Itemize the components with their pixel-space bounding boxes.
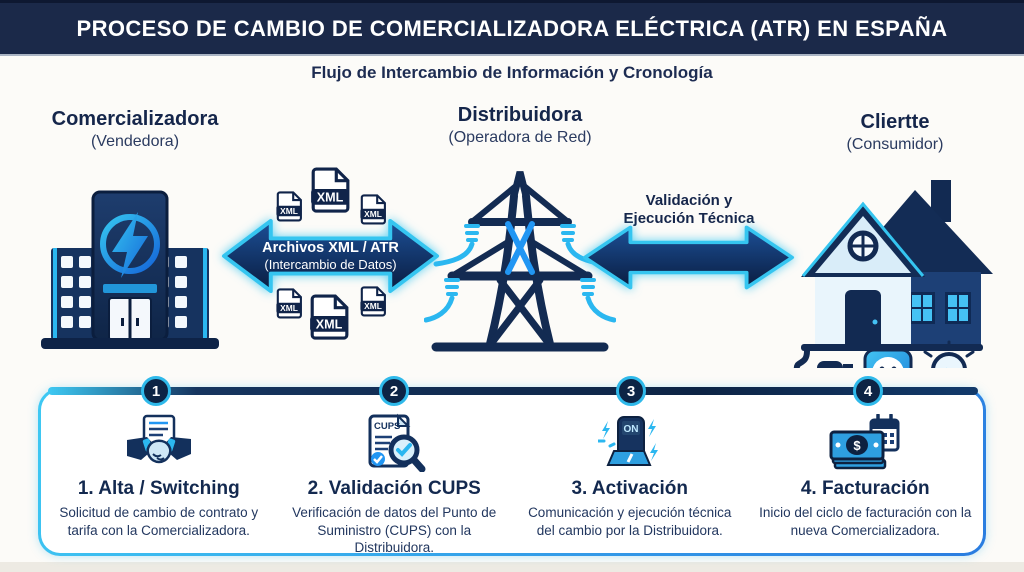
svg-text:XML: XML <box>364 209 382 219</box>
svg-text:XML: XML <box>316 318 343 332</box>
step-title: 1. Alta / Switching <box>77 478 240 499</box>
lightning-circle-icon <box>100 214 160 274</box>
flow-label-line2: (Intercambio de Datos) <box>264 257 397 272</box>
xml-atr-flow-arrow <box>221 218 440 294</box>
timeline-step-2: CUPS 2. Validación CUPS Verificación de … <box>277 409 513 555</box>
power-switch-on-icon: ON <box>597 416 658 466</box>
xml-atr-flow-label: Archivos XML / ATR (Intercambio de Datos… <box>221 217 440 295</box>
entity-name: Cliertte <box>860 111 930 133</box>
svg-text:XML: XML <box>280 206 298 216</box>
billing-money-calendar-icon: $ <box>829 414 900 470</box>
entity-role: (Vendedora) <box>90 133 180 150</box>
flow-label-line1: Validación y <box>645 192 733 209</box>
timeline-connector-line <box>48 387 978 395</box>
step-title: 3. Activación <box>571 478 688 499</box>
step-title: 4. Facturación <box>800 478 930 499</box>
step-title: 2. Validación CUPS <box>307 478 481 499</box>
banknotes-icon: $ <box>829 430 887 470</box>
door-icon <box>845 290 881 346</box>
step-description: Inicio del ciclo de facturación con la n… <box>759 505 972 538</box>
svg-text:XML: XML <box>317 191 344 205</box>
validation-flow-arrow <box>582 225 795 290</box>
svg-text:XML: XML <box>364 301 382 311</box>
timeline-panel: 1. Alta / Switching Solicitud de cambio … <box>38 388 986 556</box>
xml-file-icon: XML <box>276 288 302 319</box>
step-description: Comunicación y ejecución técnica del cam… <box>528 505 732 538</box>
validation-flow-label: Validación y Ejecución Técnica <box>598 192 780 228</box>
timeline-step-4: $ 4. Facturación Inicio del ciclo de fac… <box>748 409 984 553</box>
bottom-strip <box>0 562 1024 572</box>
round-window-icon <box>847 230 879 262</box>
svg-text:CUPS: CUPS <box>374 421 400 432</box>
step-number-badge: 3 <box>616 376 646 406</box>
xml-file-icon: XML <box>276 191 302 222</box>
entity-distribuidora-heading: Distribuidora (Operadora de Red) <box>390 104 650 147</box>
svg-text:$: $ <box>854 438 862 453</box>
step-number-badge: 2 <box>379 376 409 406</box>
timeline-step-1: 1. Alta / Switching Solicitud de cambio … <box>41 409 277 553</box>
entity-role: (Consumidor) <box>846 136 944 153</box>
flow-label-line1: Archivos XML / ATR <box>262 240 399 256</box>
step-number-badge: 4 <box>853 376 883 406</box>
smiley-outlet-icon <box>863 348 913 368</box>
page-title: PROCESO DE CAMBIO DE COMERCIALIZADORA EL… <box>76 15 948 41</box>
entity-cliente-heading: Cliertte (Consumidor) <box>765 111 1024 154</box>
xml-file-icon: XML <box>360 194 386 225</box>
entity-comercializadora-heading: Comercializadora (Vendedora) <box>5 108 265 151</box>
step-number-badge: 1 <box>141 376 171 406</box>
chimney-icon <box>931 180 951 222</box>
transmission-tower-icon <box>424 171 616 352</box>
handshake-contract-icon <box>126 414 191 464</box>
house-consumer-icon <box>793 180 993 368</box>
lightning-bolt-icon <box>112 212 148 278</box>
insulator-wires-icon <box>424 224 616 323</box>
entity-role: (Operadora de Red) <box>448 129 592 146</box>
flow-label-line2: Ejecución Técnica <box>623 210 755 227</box>
entity-name: Distribuidora <box>457 104 583 126</box>
entity-name: Comercializadora <box>51 108 219 130</box>
light-bulb-icon <box>923 340 975 368</box>
xml-file-icon: XML <box>310 294 349 340</box>
lit-window-icon <box>909 292 971 324</box>
cups-document-magnifier-icon: CUPS <box>368 413 426 472</box>
step-description: Verificación de datos del Punto de Sumin… <box>292 505 497 556</box>
svg-text:ON: ON <box>623 424 638 435</box>
step-description: Solicitud de cambio de contrato y tarifa… <box>59 505 259 538</box>
power-plug-icon <box>793 348 853 368</box>
page-subtitle: Flujo de Intercambio de Información y Cr… <box>311 63 713 82</box>
xml-file-icon: XML <box>311 167 350 213</box>
timeline-step-3: ON 3. Activación Comunicac <box>512 409 748 553</box>
spark-bolts-icon <box>601 419 658 461</box>
xml-file-icon: XML <box>360 286 386 317</box>
header-banner: PROCESO DE CAMBIO DE COMERCIALIZADORA EL… <box>0 0 1024 56</box>
svg-text:XML: XML <box>280 303 298 313</box>
office-building-lightning-icon <box>41 190 219 349</box>
